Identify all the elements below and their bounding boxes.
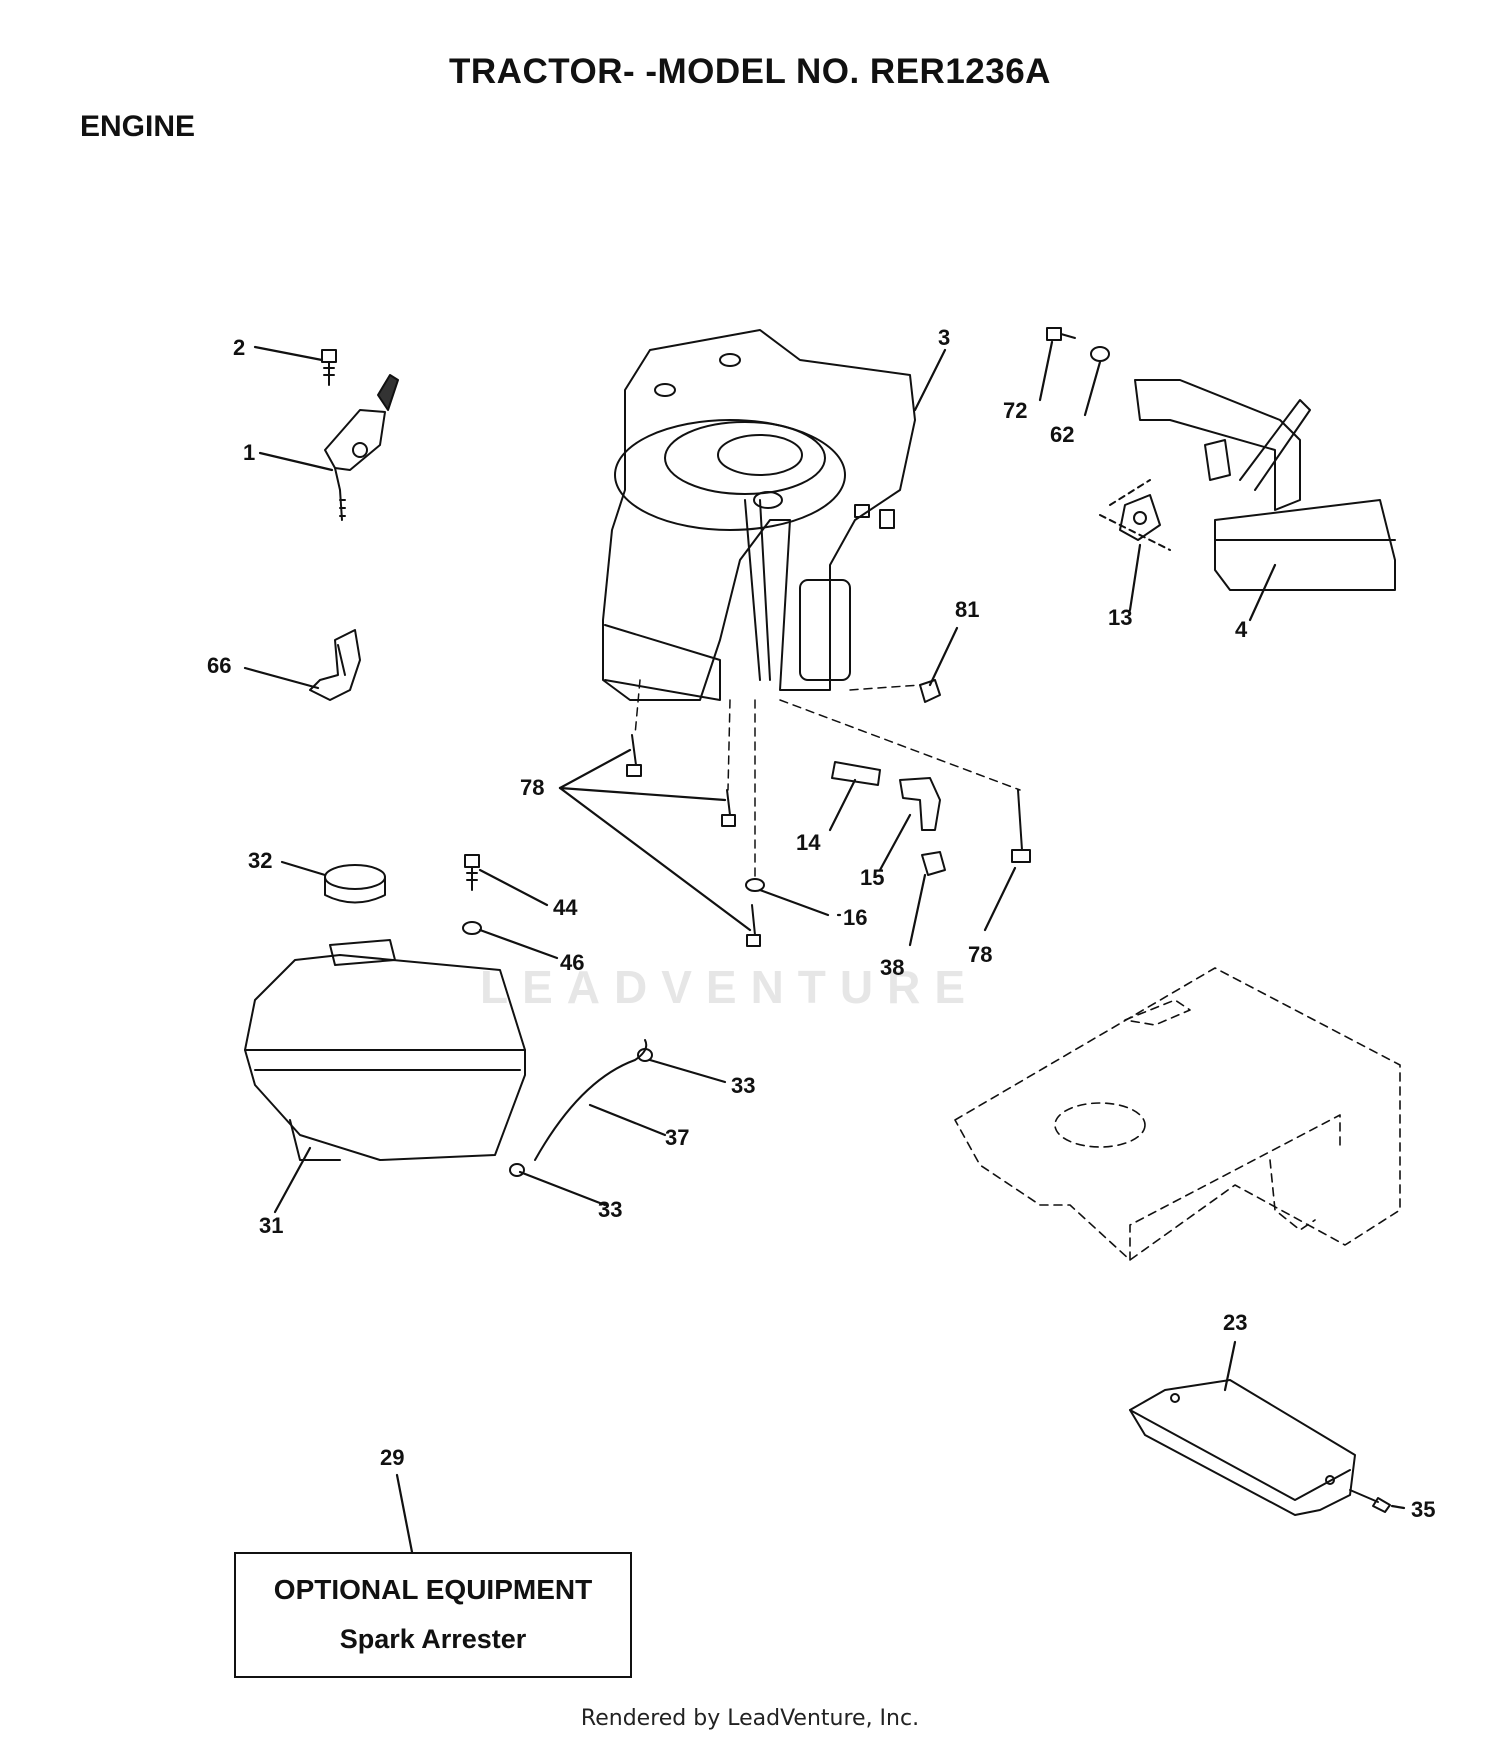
optional-equipment-label: OPTIONAL EQUIPMENT [273, 1574, 593, 1605]
callout-2: 2 [233, 335, 245, 360]
leader-lines [243, 340, 1406, 1554]
fuel-cap-part [324, 864, 386, 904]
fuel-tank-part [244, 939, 526, 1161]
screw-78-right-part [1011, 789, 1031, 863]
callout-81: 81 [955, 597, 979, 622]
fitting-14-part [831, 761, 881, 786]
watermark: LEADVENTURE [480, 961, 980, 1013]
render-credit: Rendered by LeadVenture, Inc. [580, 1706, 920, 1731]
callout-33-top: 33 [731, 1073, 755, 1098]
callout-14: 14 [796, 830, 821, 855]
callout-3: 3 [938, 325, 950, 350]
throttle-control-part [321, 349, 399, 521]
screw-44-part [464, 854, 480, 891]
nut-81-part [919, 679, 941, 703]
callout-38: 38 [880, 955, 904, 980]
bolt-72-part [1046, 327, 1076, 341]
page-title: TRACTOR- -MODEL NO. RER1236A [449, 52, 1051, 91]
washer-62-part [1090, 346, 1110, 362]
callout-78-right: 78 [968, 942, 992, 967]
callout-13: 13 [1108, 605, 1132, 630]
callout-46: 46 [560, 950, 584, 975]
elbow-15-part [899, 777, 941, 831]
callout-15: 15 [860, 865, 884, 890]
callout-labels: 2 1 66 3 72 62 13 4 81 78 14 15 16 38 78… [207, 325, 1435, 1522]
callout-16: 16 [843, 905, 867, 930]
callout-29: 29 [380, 1445, 404, 1470]
callout-72: 72 [1003, 398, 1027, 423]
washer-16-part [745, 878, 765, 892]
washer-46-part [462, 921, 482, 935]
engine-centerlines [634, 679, 1021, 881]
callout-23: 23 [1223, 1310, 1247, 1335]
gasket-part [1099, 479, 1171, 551]
callout-33-bottom: 33 [598, 1197, 622, 1222]
callout-37: 37 [665, 1125, 689, 1150]
callout-31: 31 [259, 1213, 283, 1238]
muffler-part [1134, 379, 1396, 591]
screw-35-part [1349, 1489, 1391, 1513]
nut-38-part [921, 851, 946, 876]
fuel-line-part [509, 1039, 653, 1177]
callout-35: 35 [1411, 1497, 1435, 1522]
optional-equipment-box: OPTIONAL EQUIPMENT Spark Arrester [234, 1552, 632, 1678]
callout-32: 32 [248, 848, 272, 873]
callout-78-left: 78 [520, 775, 544, 800]
section-heading: ENGINE [80, 110, 196, 143]
callout-62: 62 [1050, 422, 1074, 447]
clip-part [309, 629, 361, 701]
tractor-frame [954, 967, 1401, 1261]
callout-66: 66 [207, 653, 231, 678]
engine-part [602, 329, 916, 701]
screws-78-left-part [626, 734, 761, 947]
callout-44: 44 [553, 895, 578, 920]
spark-arrester-label: Spark Arrester [339, 1624, 527, 1654]
heat-shield-part [1129, 1379, 1356, 1516]
callout-1: 1 [243, 440, 255, 465]
callout-4: 4 [1235, 617, 1248, 642]
